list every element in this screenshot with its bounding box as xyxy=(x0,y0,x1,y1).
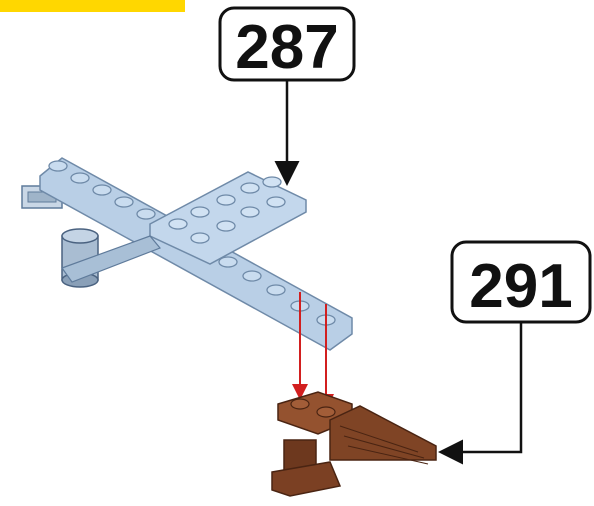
step-291-label: 291 xyxy=(452,242,590,322)
header-banner-fragment xyxy=(0,0,185,12)
step-287-label: 287 xyxy=(220,8,354,82)
brown-base-plate xyxy=(272,462,340,496)
brown-stud-1 xyxy=(291,399,309,409)
step-291-arrow xyxy=(448,322,521,452)
step-291-number: 291 xyxy=(469,252,572,321)
step-287-number: 287 xyxy=(235,13,338,82)
brown-assembly xyxy=(272,392,436,496)
brown-stud-2 xyxy=(317,407,335,417)
brown-slope xyxy=(330,406,436,460)
light-blue-assembly xyxy=(22,158,352,350)
